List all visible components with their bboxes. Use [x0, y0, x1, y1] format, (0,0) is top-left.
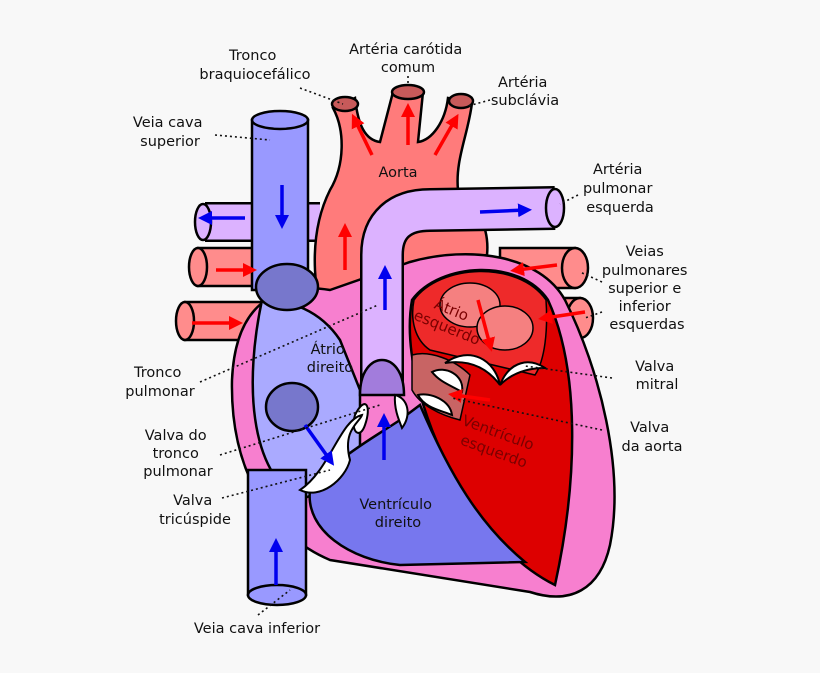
label-tronco-pulmonar: Tronco pulmonar [125, 365, 194, 400]
brachiocephalic-trunk-opening [330, 95, 360, 113]
svc-opening [254, 262, 320, 312]
label-aorta: Aorta [378, 165, 417, 181]
leader-lines [199, 76, 613, 616]
ivc-opening [264, 381, 320, 433]
label-valva-tronco-pulmonar: Valva do tronco pulmonar [143, 428, 212, 480]
label-valva-tricuspide: Valva tricúspide [159, 493, 231, 528]
label-atrio-direito: Átrio direito [307, 341, 354, 376]
label-arteria-pulmonar: Artéria pulmonar esquerda [583, 162, 657, 216]
label-arteria-carotida: Artéria carótida comum [349, 42, 467, 76]
right-ventricle [308, 403, 529, 567]
label-veia-cava-inferior: Veia cava inferior [194, 621, 320, 637]
label-veias-pulmonares: Veias pulmonares superior e inferior esq… [602, 244, 692, 333]
label-ventriculo-direito: Ventrículo direito [359, 497, 436, 531]
label-tronco-braquiocefalico: Tronco braquiocefálico [199, 48, 310, 83]
label-veia-cava-superior: Veia cava superior [133, 115, 207, 150]
subclavian-opening [447, 92, 475, 110]
blood-flow-arrows [192, 103, 586, 585]
superior-vena-cava [250, 109, 310, 292]
label-valva-aorta: Valva da aorta [622, 420, 683, 455]
pulmonary-trunk [358, 186, 566, 397]
carotid-opening [390, 83, 426, 101]
label-valva-mitral: Valva mitral [635, 359, 679, 393]
label-arteria-subclavia: Artéria subclávia [491, 75, 559, 109]
right-pulmonary-veins [174, 246, 270, 342]
